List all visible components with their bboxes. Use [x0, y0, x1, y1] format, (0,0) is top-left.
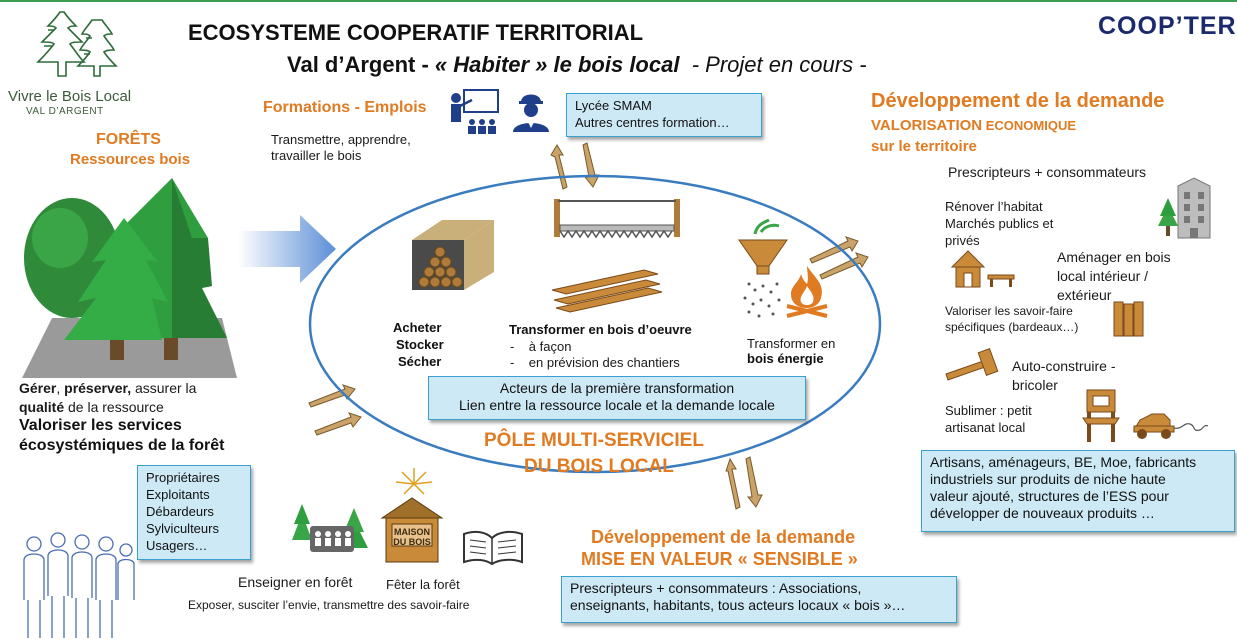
demande-sensible-title: Développement de la demande [591, 527, 856, 547]
renover-1: Rénover l’habitat [945, 199, 1043, 214]
forest-classroom-icon [292, 504, 368, 552]
pole-secher: Sécher [398, 354, 442, 369]
auto-2: bricoler [1012, 377, 1058, 393]
forets-valoriser-line2: écosystémiques de la forêt [19, 437, 225, 454]
list-item: Lycée SMAM [575, 98, 652, 113]
worker-helmet-icon [513, 94, 549, 132]
renover-2: Marchés publics et [945, 216, 1054, 231]
open-book-icon [463, 530, 523, 566]
demande-eco-box: Artisans, aménageurs, BE, Moe, fabricant… [921, 450, 1235, 532]
list-item: industriels sur produits de niche haute [930, 471, 1166, 487]
wood-shingles-icon [1113, 301, 1144, 337]
logo-subtitle: VAL D’ARGENT [26, 106, 104, 117]
page-subtitle: Val d’Argent - « Habiter » le bois local… [287, 52, 867, 78]
list-item: Acteurs de la première transformation [499, 380, 735, 396]
formations-title: Formations - Emplois [263, 99, 427, 116]
building-with-tree-icon [1158, 177, 1211, 239]
list-item: Débardeurs [146, 504, 214, 519]
formations-text-1: Transmettre, apprendre, [271, 132, 411, 147]
list-item: Lien entre la ressource locale et la dem… [459, 397, 775, 413]
feter-label: Fêter la forêt [386, 577, 460, 592]
demande-eco-prescripteurs: Prescripteurs + consommateurs [948, 164, 1147, 180]
wood-planks-icon [551, 269, 663, 313]
teacher-board-icon [451, 89, 499, 134]
enseigner-label: Enseigner en forêt [238, 574, 353, 590]
demande-eco-title: Développement de la demande [871, 90, 1165, 112]
pole-title-1: PÔLE MULTI-SERVICIEL [484, 430, 704, 451]
pole-acheter: Acheter [393, 320, 442, 335]
sublimer-1: Sublimer : petit [945, 403, 1032, 418]
logo-title: Vivre le Bois Local [8, 88, 132, 105]
demande-sensible-box: Prescripteurs + consommateurs : Associat… [561, 576, 957, 623]
list-item: Usagers… [146, 538, 208, 553]
list-item: Prescripteurs + consommateurs : Associat… [570, 580, 862, 596]
hammer-icon [945, 348, 999, 381]
logo-coopter: COOP’TER [1098, 12, 1237, 40]
forets-title: FORÊTS [96, 131, 161, 148]
top-border [0, 0, 1237, 2]
wooden-chair-icon [1082, 389, 1120, 442]
renover-3: privés [945, 233, 980, 248]
subtitle-status: - Projet en cours - [691, 52, 867, 77]
pole-energie-2: bois énergie [747, 351, 824, 366]
fireworks-icon [395, 468, 433, 495]
pole-transformer-item-1: - à façon [510, 339, 572, 354]
pole-energie-1: Transformer en [747, 336, 836, 351]
demande-sensible-subtitle: MISE EN VALEUR « SENSIBLE » [581, 549, 858, 569]
list-item: Autres centres formation… [575, 115, 730, 130]
wooden-cabin-icon [950, 250, 1015, 288]
double-arrow-energie-icon [809, 236, 869, 280]
amenager-3: extérieur [1057, 287, 1112, 303]
pole-box: Acteurs de la première transformation Li… [428, 376, 806, 420]
subtitle-location: Val d’Argent - [287, 52, 435, 77]
amenager-1: Aménager en bois [1057, 249, 1171, 265]
list-item: Exploitants [146, 487, 210, 502]
exposer-label: Exposer, susciter l’envie, transmettre d… [188, 598, 470, 612]
wood-chips-hopper-icon [738, 218, 788, 318]
page-title: ECOSYSTEME COOPERATIF TERRITORIAL [188, 20, 644, 45]
pine-tree-logo-icon [36, 11, 118, 77]
list-item: valeur ajouté, structures de l’ESS pour [930, 488, 1169, 504]
forets-valoriser-line1: Valoriser les services [19, 417, 182, 434]
pole-stocker: Stocker [396, 337, 444, 352]
list-item: Propriétaires [146, 470, 220, 485]
wooden-toy-car-icon [1133, 413, 1209, 439]
pole-transformer-title: Transformer en bois d’oeuvre [509, 322, 692, 337]
forest-trees-icon [22, 178, 237, 378]
list-item: développer de nouveaux produits … [930, 505, 1155, 521]
double-arrow-forest-pole-icon [308, 384, 362, 436]
double-arrow-sensible-icon [725, 456, 763, 510]
house-icon [380, 497, 444, 563]
list-item: Sylviculteurs [146, 521, 219, 536]
wood-storage-shed-icon [412, 220, 494, 290]
subtitle-project: « Habiter » le bois local [434, 52, 680, 77]
formations-text-2: travailler le bois [271, 148, 362, 163]
demande-eco-sub-1: VALORISATION ECONOMIQUE [871, 117, 1077, 134]
auto-1: Auto-construire - [1012, 358, 1116, 374]
amenager-2: local intérieur / [1057, 268, 1149, 284]
forets-actors-box: Propriétaires Exploitants Débardeurs Syl… [137, 465, 251, 560]
formations-box: Lycée SMAM Autres centres formation… [566, 93, 762, 137]
pole-ellipse [308, 174, 882, 474]
people-group-icon [23, 532, 135, 638]
forets-gerer-line2: qualité de la ressource [19, 399, 164, 415]
maison-label-1: MAISON [394, 527, 430, 537]
valoriser-2: spécifiques (bardeaux…) [945, 320, 1079, 334]
arrow-forest-to-pole-icon [238, 215, 336, 283]
fire-icon [786, 266, 828, 318]
saw-icon [554, 199, 680, 239]
pole-transformer-item-2: - en prévision des chantiers [510, 355, 680, 370]
sublimer-2: artisanat local [945, 420, 1026, 435]
pole-title-2: DU BOIS LOCAL [524, 456, 674, 477]
maison-label-2: DU BOIS [393, 537, 431, 547]
list-item: Artisans, aménageurs, BE, Moe, fabricant… [930, 454, 1197, 470]
valoriser-1: Valoriser les savoir-faire [945, 304, 1073, 318]
demande-eco-sub-3: sur le territoire [871, 138, 977, 155]
list-item: enseignants, habitants, tous acteurs loc… [570, 597, 906, 613]
maison-du-bois-sign: MAISON DU BOIS [380, 496, 444, 566]
forets-subtitle: Ressources bois [70, 151, 191, 168]
logo-vivre-le-bois-local: Vivre le Bois Local VAL D’ARGENT [0, 6, 170, 118]
forets-gerer-line1: Gérer, préserver, assurer la [19, 380, 197, 396]
